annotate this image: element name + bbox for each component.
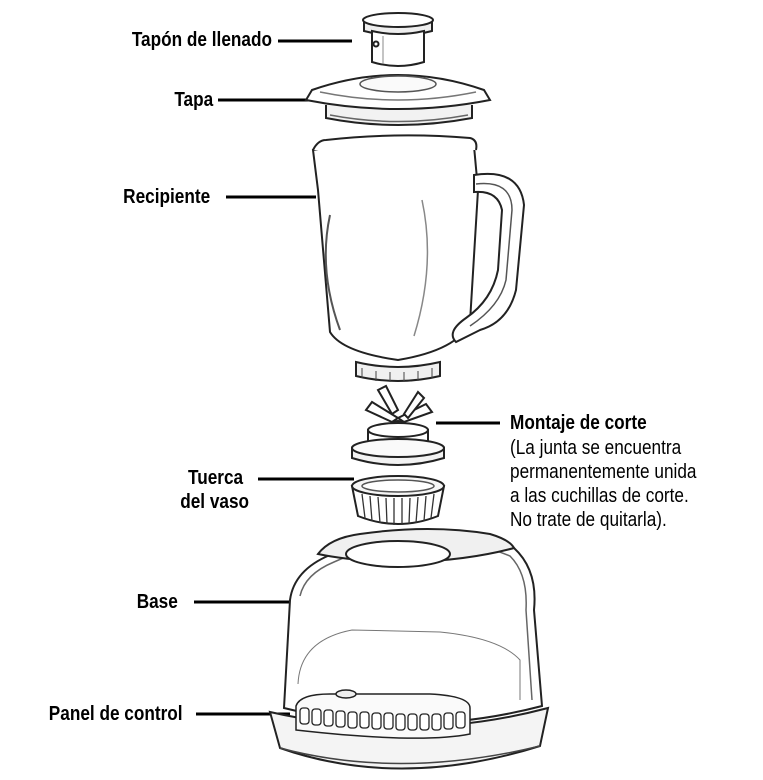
blade-note-line: No trate de quitarla). [510,509,667,531]
jar-illustration [311,134,526,382]
fill-cap-illustration [362,12,434,67]
jar-label: Recipiente [123,186,210,208]
jar-nut-label-line1: Tuerca [187,467,243,489]
blade-note-line: (La junta se encuentra [510,437,682,459]
control-panel-illustration [295,689,471,739]
control-panel-label: Panel de control [49,703,183,725]
blade-assembly-note: (La junta se encuentra permanentemente u… [510,436,696,532]
jar-nut-label-line2: del vaso [180,491,249,513]
blade-assembly-illustration [351,384,445,466]
blade-note-line: permanentemente unida [510,461,697,483]
lid-label: Tapa [174,89,213,111]
blade-note-line: a las cuchillas de corte. [510,485,689,507]
jar-nut-illustration [350,475,446,525]
lid-illustration [304,74,492,126]
fill-cap-label: Tapón de llenado [131,29,272,51]
base-label: Base [136,591,178,613]
leader-lines [194,39,500,716]
blade-assembly-label: Montaje de corte [510,412,647,434]
